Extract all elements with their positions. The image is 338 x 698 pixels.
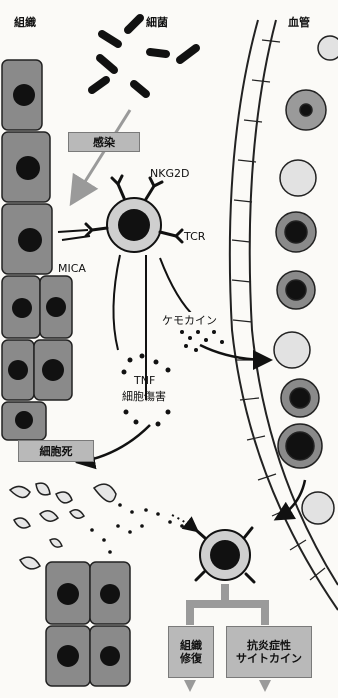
t-cell-upper: [58, 176, 182, 252]
tnf-label: TNF: [134, 374, 155, 387]
chemokine-label: ケモカイン: [162, 312, 217, 328]
debris-arrow: [172, 515, 196, 530]
chemokine-line: [160, 258, 196, 318]
necrosis-label: 細胞死: [18, 440, 94, 462]
bacteria-header: 細菌: [146, 14, 168, 30]
chemokine-dots: [180, 330, 224, 352]
infection-label: 感染: [68, 132, 140, 152]
outcome-arrows: [190, 584, 265, 625]
tissue-repair-box: 組織 修復: [168, 626, 214, 678]
debris-dots: [90, 503, 184, 554]
bacteria: [92, 18, 196, 94]
tcr-label: TCR: [184, 230, 205, 243]
outcome-arrowheads: [184, 680, 271, 692]
mica-label: MICA: [58, 262, 86, 275]
anti-inflammatory-cytokine-box: 抗炎症性 サイトカイン: [226, 626, 312, 678]
tissue-header: 組織: [14, 14, 36, 30]
infection-arrow: [76, 110, 130, 196]
blood-cells: [274, 36, 338, 524]
nkg2d-label: NKG2D: [150, 167, 189, 180]
cytotoxicity-label: 細胞傷害: [122, 388, 166, 404]
cell-debris: [10, 483, 116, 569]
vessel-header: 血管: [288, 14, 310, 30]
t-cell-lower: [196, 528, 254, 582]
left-descend-line: [113, 255, 120, 350]
